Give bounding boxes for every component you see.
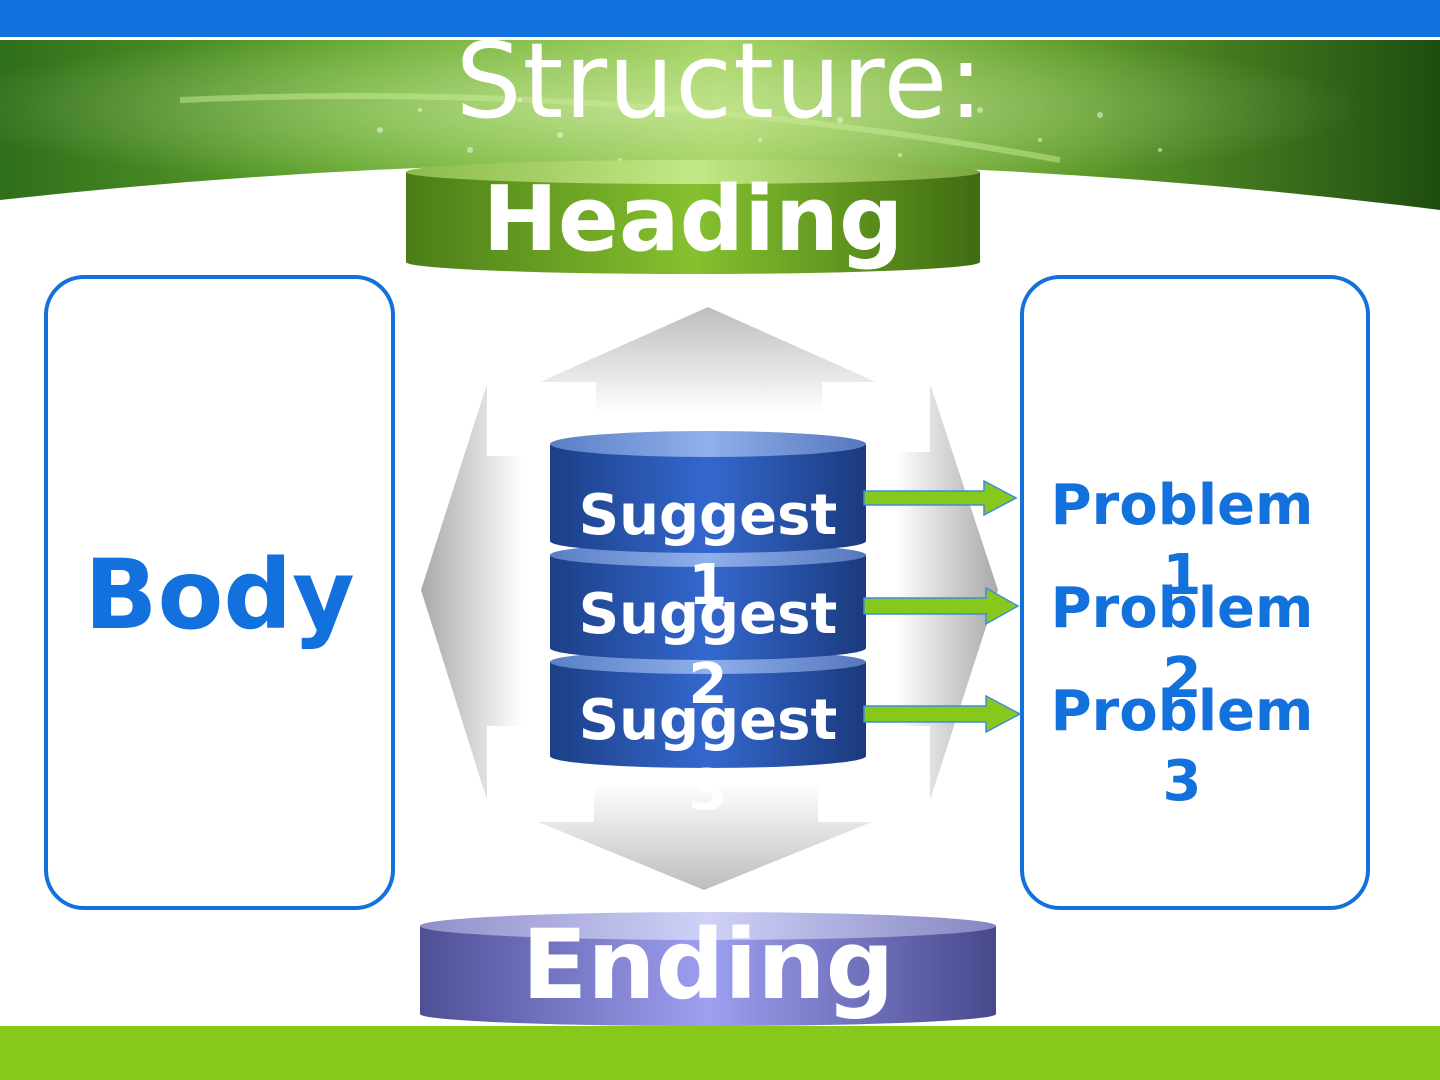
- suggest-label-2: Suggest 2: [578, 582, 838, 717]
- heading-cylinder: [406, 160, 980, 274]
- connector-arrow-3: [863, 694, 1022, 734]
- ending-cylinder: [420, 912, 996, 1026]
- left-arrow: [421, 384, 522, 800]
- problem-label-2: Problem 2: [1050, 576, 1314, 711]
- right-arrow: [895, 384, 998, 800]
- connector-arrow-2: [863, 586, 1020, 626]
- bottom-footer-bar: [0, 1026, 1440, 1080]
- ending-label: Ending: [521, 909, 895, 1021]
- slide-title: Structure:: [455, 20, 985, 142]
- leaf-header-image: [0, 40, 1440, 210]
- down-arrow: [538, 784, 872, 890]
- body-box: [44, 275, 395, 910]
- problems-box: [1020, 275, 1370, 910]
- suggest-cylinder-1: [550, 431, 866, 553]
- heading-label: Heading: [482, 167, 904, 272]
- problem-label-3: Problem 3: [1050, 679, 1314, 814]
- body-label: Body: [84, 539, 355, 651]
- problem-label-1: Problem 1: [1050, 473, 1314, 608]
- up-arrow: [540, 307, 876, 414]
- suggest-label-3: Suggest 3: [578, 688, 838, 823]
- header-divider: [0, 37, 1440, 40]
- top-header-bar: [0, 0, 1440, 37]
- suggest-label-1: Suggest 1: [578, 483, 838, 618]
- connector-arrow-1: [863, 479, 1018, 517]
